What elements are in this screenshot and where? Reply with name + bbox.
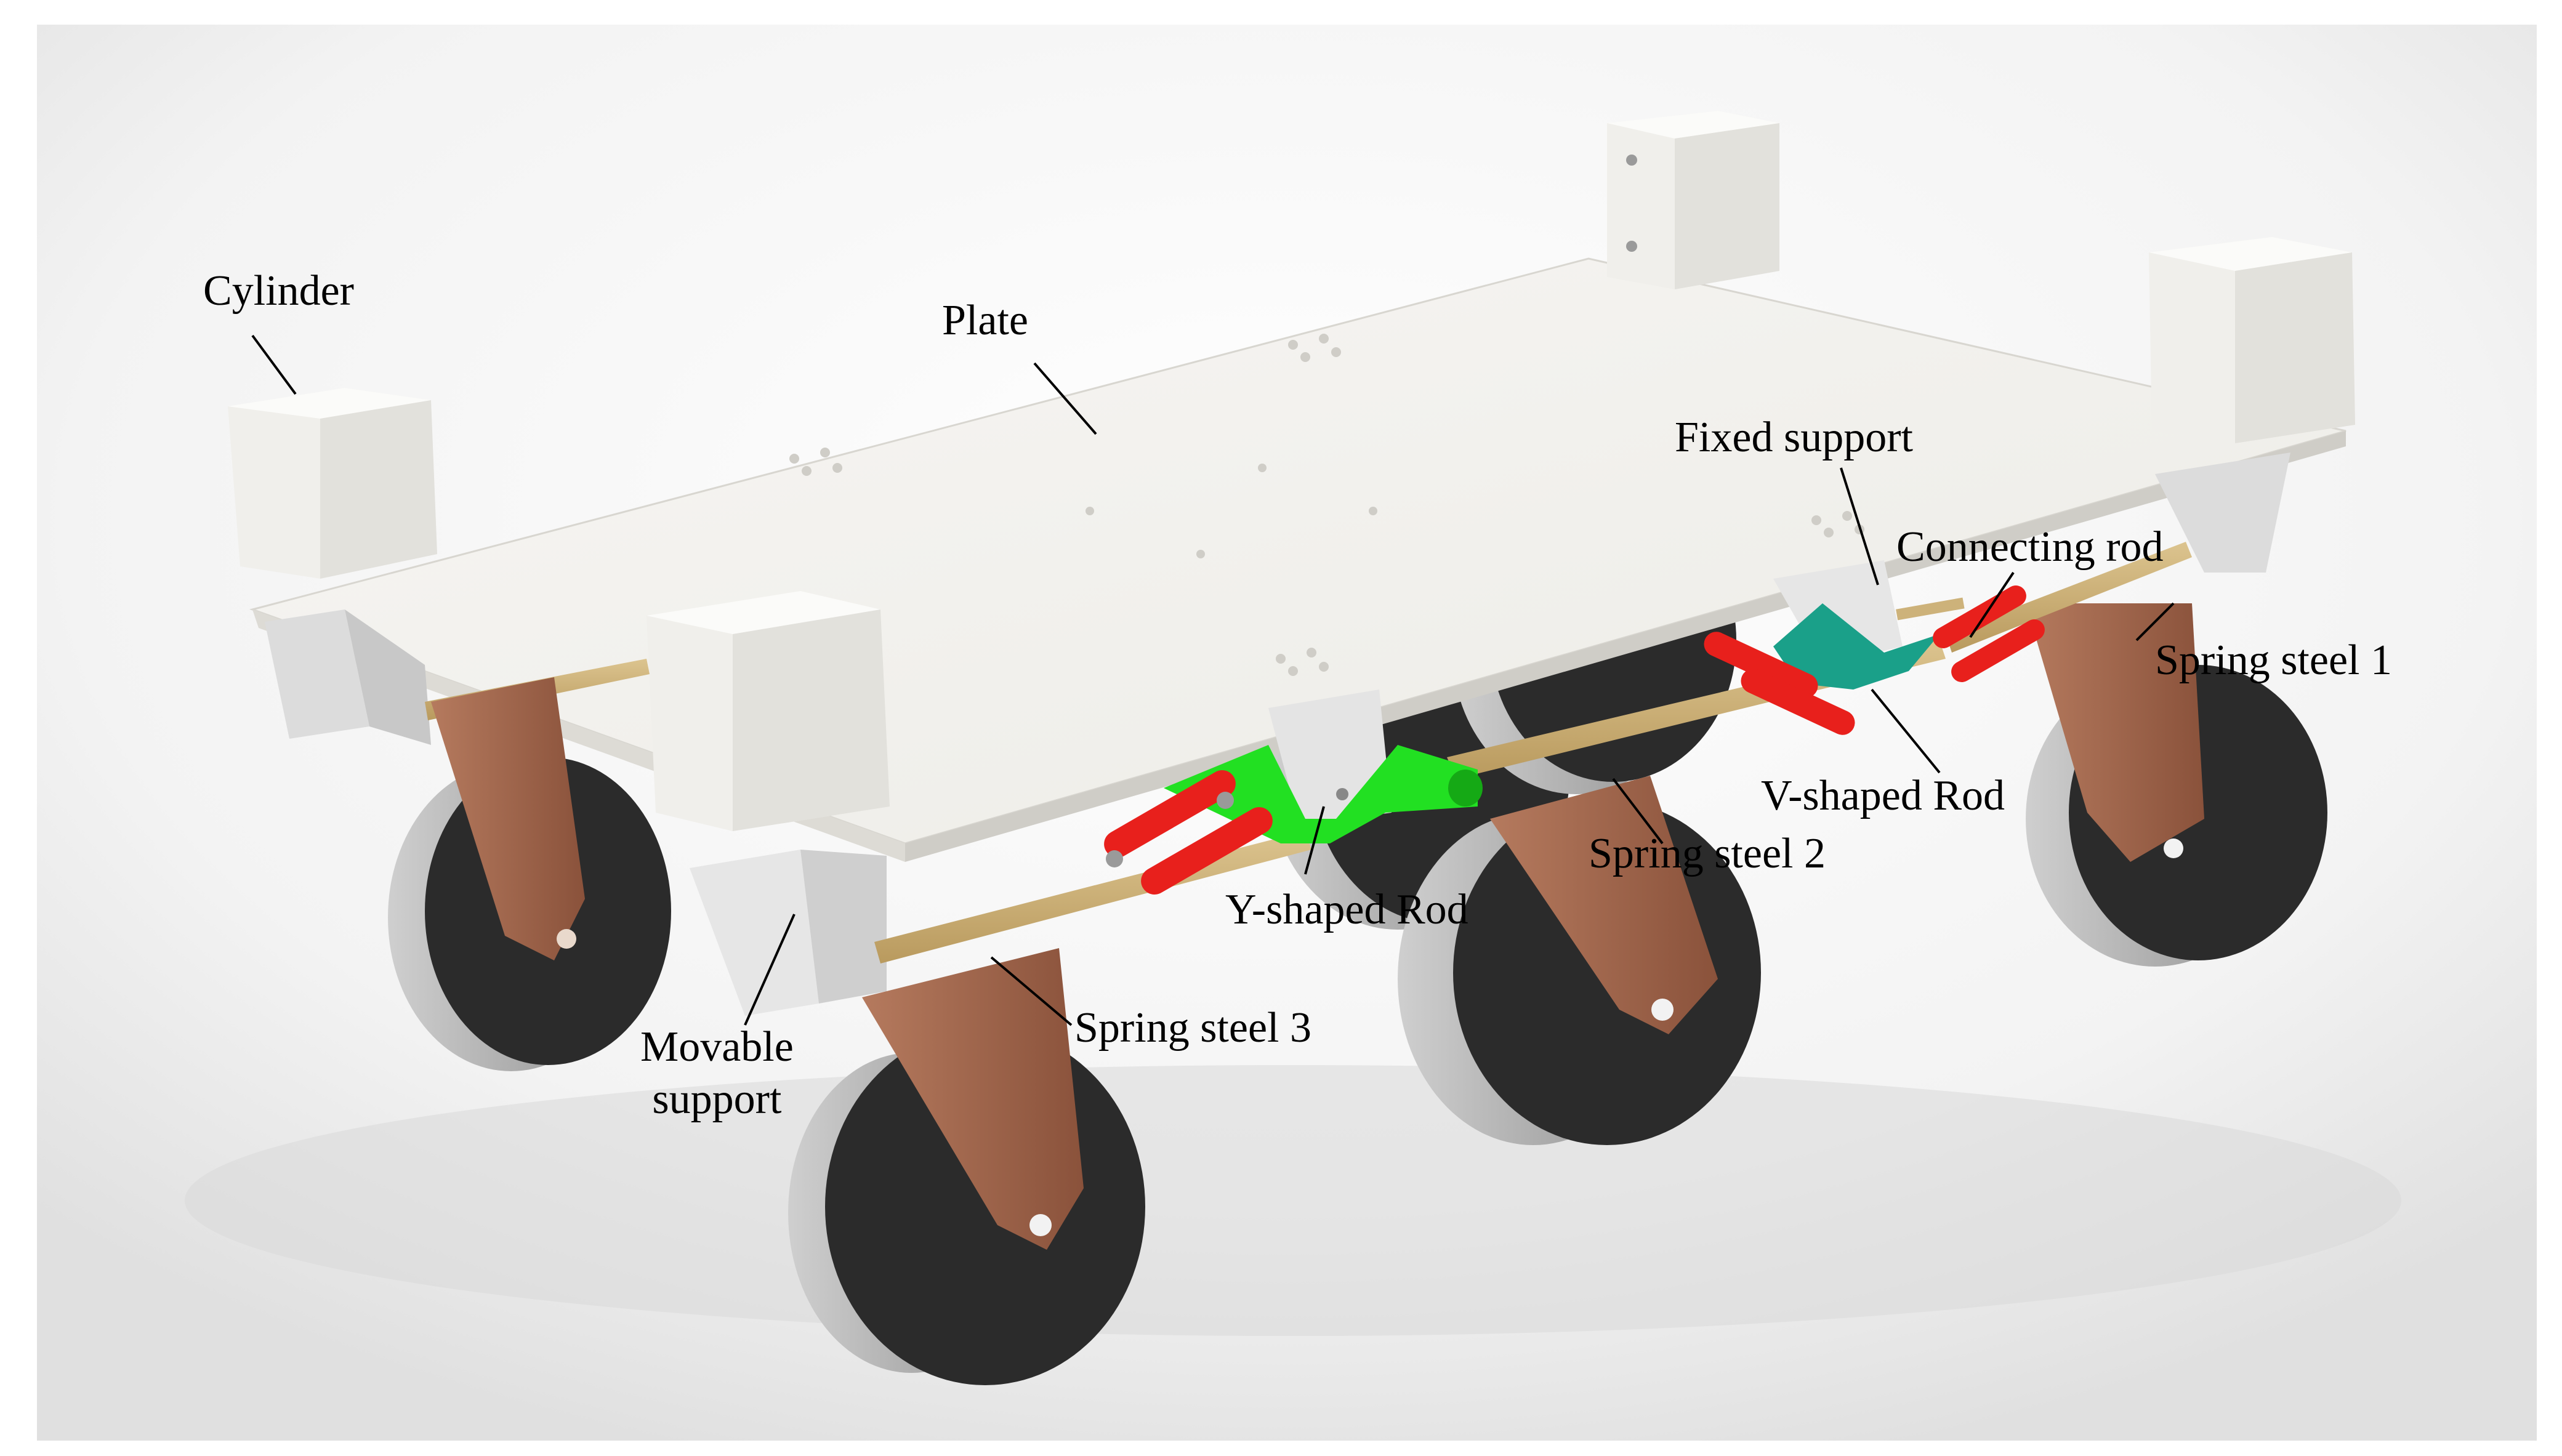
label-v-shaped-rod: V-shaped Rod: [1761, 772, 2005, 819]
cylinder-back-center: [1607, 111, 1779, 289]
label-fixed-support: Fixed support: [1675, 414, 1913, 461]
cylinder-back-right: [2149, 237, 2355, 443]
leader-lines: [251, 334, 2175, 1026]
front-wheel-left: [388, 677, 671, 1071]
label-connecting-rod: Connecting rod: [1896, 523, 2164, 571]
connecting-links-center: [1704, 632, 1855, 735]
label-movable-support: Movable support: [640, 1021, 794, 1126]
cylinder-front-left: [228, 388, 437, 579]
label-movable-support-line2: support: [652, 1076, 782, 1124]
support-left: [265, 609, 431, 745]
v-shaped-rod: [1773, 603, 1940, 690]
movable-support: [690, 850, 887, 1016]
label-cylinder: Cylinder: [203, 267, 354, 315]
rear-wheel-far-right: [2026, 603, 2327, 967]
fixed-support: [1773, 560, 1903, 665]
label-spring-steel-3: Spring steel 3: [1074, 1004, 1311, 1052]
connecting-rod: [1896, 585, 2045, 682]
label-movable-support-line1: Movable: [640, 1023, 794, 1071]
label-plate: Plate: [942, 297, 1028, 344]
front-wheel-right: [1398, 776, 1761, 1145]
front-wheel-center: [788, 948, 1145, 1385]
support-right: [2155, 452, 2290, 573]
label-y-shaped-rod: Y-shaped Rod: [1225, 886, 1468, 933]
label-spring-steel-1: Spring steel 1: [2155, 637, 2392, 684]
label-spring-steel-2: Spring steel 2: [1589, 830, 1826, 877]
cylinder-front-center: [647, 591, 890, 831]
connecting-links-left: [1104, 770, 1273, 895]
spring-steel-1: [1946, 542, 2192, 653]
floor-shadow: [185, 1065, 2401, 1336]
